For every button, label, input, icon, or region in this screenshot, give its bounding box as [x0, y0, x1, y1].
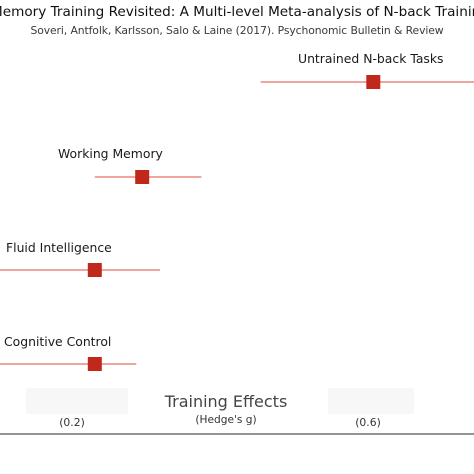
- estimate-marker-1: [135, 170, 150, 184]
- chart-subtitle: Soveri, Antfolk, Karlsson, Salo & Laine …: [30, 24, 444, 37]
- row-label-untrained-nback: Untrained N-back Tasks: [298, 51, 444, 66]
- axis-label-background-right: [328, 388, 414, 414]
- row-label-working-memory: Working Memory: [58, 146, 163, 161]
- estimate-marker-3: [87, 357, 102, 371]
- chart-title: Memory Training Revisited: A Multi-level…: [0, 4, 474, 22]
- row-label-cognitive-control: Cognitive Control: [4, 334, 112, 349]
- chart-title-text: Memory Training Revisited: A Multi-level…: [0, 4, 474, 20]
- estimate-marker-2: [87, 263, 102, 277]
- x-axis-title: Training Effects: [164, 392, 288, 411]
- axis-label-background-left: [26, 388, 128, 414]
- estimate-marker-0: [366, 75, 381, 89]
- tick-label-1: (0.6): [355, 416, 381, 429]
- row-label-fluid-intelligence: Fluid Intelligence: [6, 240, 112, 255]
- tick-label-0: (0.2): [59, 416, 85, 429]
- x-axis-subtitle: (Hedge's g): [195, 414, 257, 426]
